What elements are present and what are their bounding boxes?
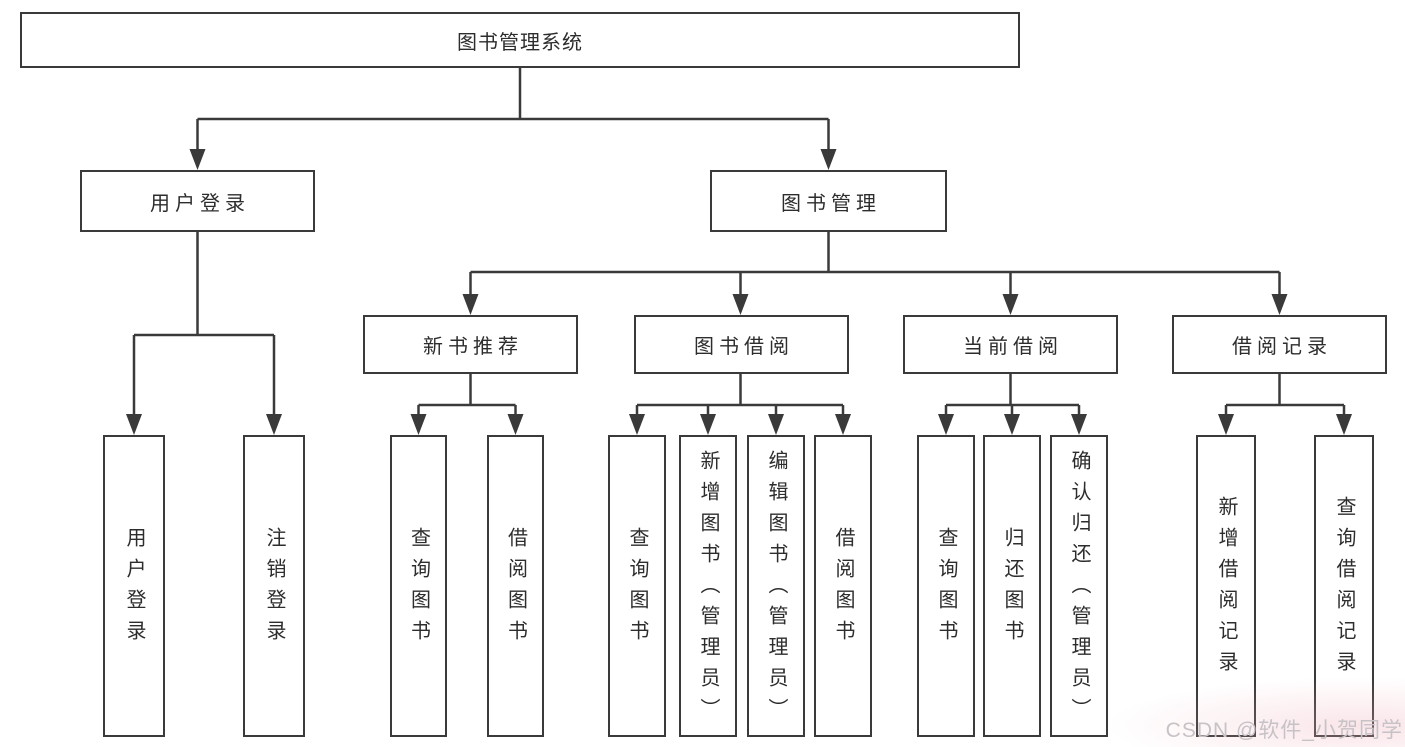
leaf-return-books: 归还图书: [983, 435, 1041, 737]
arrowheads: [126, 149, 1352, 435]
leaf-borrow-books-recommend: 借阅图书: [487, 435, 544, 737]
leaf-user-login: 用户登录: [103, 435, 165, 737]
watermark: CSDN @软件_小贺同学: [1165, 719, 1403, 742]
leaf-confirm-return-admin: 确认归还（管理员）: [1050, 435, 1108, 737]
leaf-query-books-current: 查询图书: [917, 435, 975, 737]
leaf-query-books-borrow: 查询图书: [608, 435, 666, 737]
leaf-query-borrow-record: 查询借阅记录: [1314, 435, 1374, 737]
leaf-logout: 注销登录: [243, 435, 305, 737]
node-borrow-records: 借阅记录: [1172, 315, 1387, 374]
node-new-book-recommend: 新书推荐: [363, 315, 578, 374]
node-current-borrow: 当前借阅: [903, 315, 1118, 374]
node-book-management-branch: 图书管理: [710, 170, 947, 232]
node-user-login-branch: 用户登录: [80, 170, 315, 232]
leaf-add-books-admin: 新增图书（管理员）: [679, 435, 737, 737]
node-root-system: 图书管理系统: [20, 12, 1020, 68]
leaf-edit-books-admin: 编辑图书（管理员）: [747, 435, 805, 737]
leaf-add-borrow-record: 新增借阅记录: [1196, 435, 1256, 737]
node-book-borrow: 图书借阅: [634, 315, 849, 374]
leaf-query-books-recommend: 查询图书: [390, 435, 447, 737]
leaf-borrow-books: 借阅图书: [814, 435, 872, 737]
